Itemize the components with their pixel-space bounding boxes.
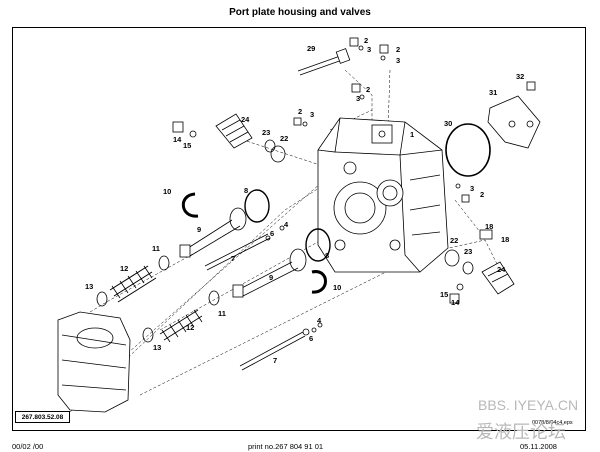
pins bbox=[204, 233, 323, 371]
callout-2: 2 bbox=[298, 107, 303, 116]
footer-date: 05.11.2008 bbox=[520, 442, 557, 451]
o-ring-30 bbox=[445, 123, 491, 177]
callout-6: 6 bbox=[309, 334, 314, 343]
callout-3: 3 bbox=[470, 184, 475, 193]
callout-10: 10 bbox=[163, 187, 172, 196]
springs bbox=[109, 265, 203, 343]
snap-ring-lower bbox=[311, 270, 327, 294]
callout-23: 23 bbox=[464, 247, 473, 256]
pump-housing bbox=[57, 311, 131, 413]
callout-4: 4 bbox=[284, 220, 289, 229]
snap-ring-upper bbox=[181, 192, 199, 218]
image-reference: 0078/8/04c4.eps bbox=[532, 420, 573, 426]
cover-plate bbox=[487, 95, 541, 149]
watermark-chinese: 爱液压论坛 bbox=[476, 422, 566, 442]
screw-29 bbox=[297, 48, 351, 76]
callout-3: 3 bbox=[310, 110, 315, 119]
callout-14: 14 bbox=[173, 135, 182, 144]
drawing-frame bbox=[12, 27, 586, 431]
callout-3: 3 bbox=[356, 94, 361, 103]
footer-left-code: 00/02 /00 bbox=[12, 442, 44, 451]
footer-print-number: print no.267 804 91 01 bbox=[248, 442, 324, 451]
callout-13: 13 bbox=[153, 343, 162, 352]
watermark-url: BBS. IYEYA.CN bbox=[478, 397, 579, 413]
callout-14: 14 bbox=[451, 298, 460, 307]
callout-31: 31 bbox=[489, 88, 498, 97]
callout-8: 8 bbox=[325, 251, 330, 260]
callout-22: 22 bbox=[280, 134, 289, 143]
callout-15: 15 bbox=[183, 141, 192, 150]
callout-13: 13 bbox=[85, 282, 94, 291]
callout-3: 3 bbox=[367, 45, 372, 54]
valve-cartridge-upper bbox=[215, 113, 286, 163]
callout-2: 2 bbox=[364, 36, 369, 45]
callout-2: 2 bbox=[480, 190, 485, 199]
callout-9: 9 bbox=[197, 225, 202, 234]
shaft-lower bbox=[232, 228, 331, 298]
callout-24: 24 bbox=[497, 265, 506, 274]
callout-12: 12 bbox=[120, 264, 129, 273]
callout-3: 3 bbox=[396, 56, 401, 65]
callout-23: 23 bbox=[262, 128, 271, 137]
fitting-upper bbox=[172, 121, 197, 138]
callout-12: 12 bbox=[186, 323, 195, 332]
callout-7: 7 bbox=[273, 356, 278, 365]
callout-11: 11 bbox=[218, 309, 226, 318]
callout-8: 8 bbox=[244, 186, 249, 195]
callout-18: 18 bbox=[501, 235, 510, 244]
valve-cartridge-lower bbox=[444, 229, 515, 304]
plugs-and-seals bbox=[293, 37, 536, 203]
port-plate-housing bbox=[317, 117, 449, 273]
callout-11: 11 bbox=[152, 244, 160, 253]
callout-4: 4 bbox=[317, 316, 322, 325]
callout-15: 15 bbox=[440, 290, 449, 299]
callout-32: 32 bbox=[516, 72, 525, 81]
callout-18: 18 bbox=[485, 222, 494, 231]
shaft-upper bbox=[179, 189, 285, 258]
callout-24: 24 bbox=[241, 115, 250, 124]
callout-2: 2 bbox=[396, 45, 401, 54]
callout-7: 7 bbox=[231, 254, 236, 263]
callout-1: 1 bbox=[410, 130, 415, 139]
callout-2: 2 bbox=[366, 85, 371, 94]
callout-10: 10 bbox=[333, 283, 342, 292]
drawing-reference-box: 267.803.52.08 bbox=[15, 411, 70, 423]
callout-6: 6 bbox=[270, 229, 275, 238]
callout-30: 30 bbox=[444, 119, 453, 128]
callout-29: 29 bbox=[307, 44, 316, 53]
callout-22: 22 bbox=[450, 236, 459, 245]
washers bbox=[96, 255, 220, 343]
page-title: Port plate housing and valves bbox=[229, 7, 371, 18]
callout-9: 9 bbox=[269, 273, 274, 282]
